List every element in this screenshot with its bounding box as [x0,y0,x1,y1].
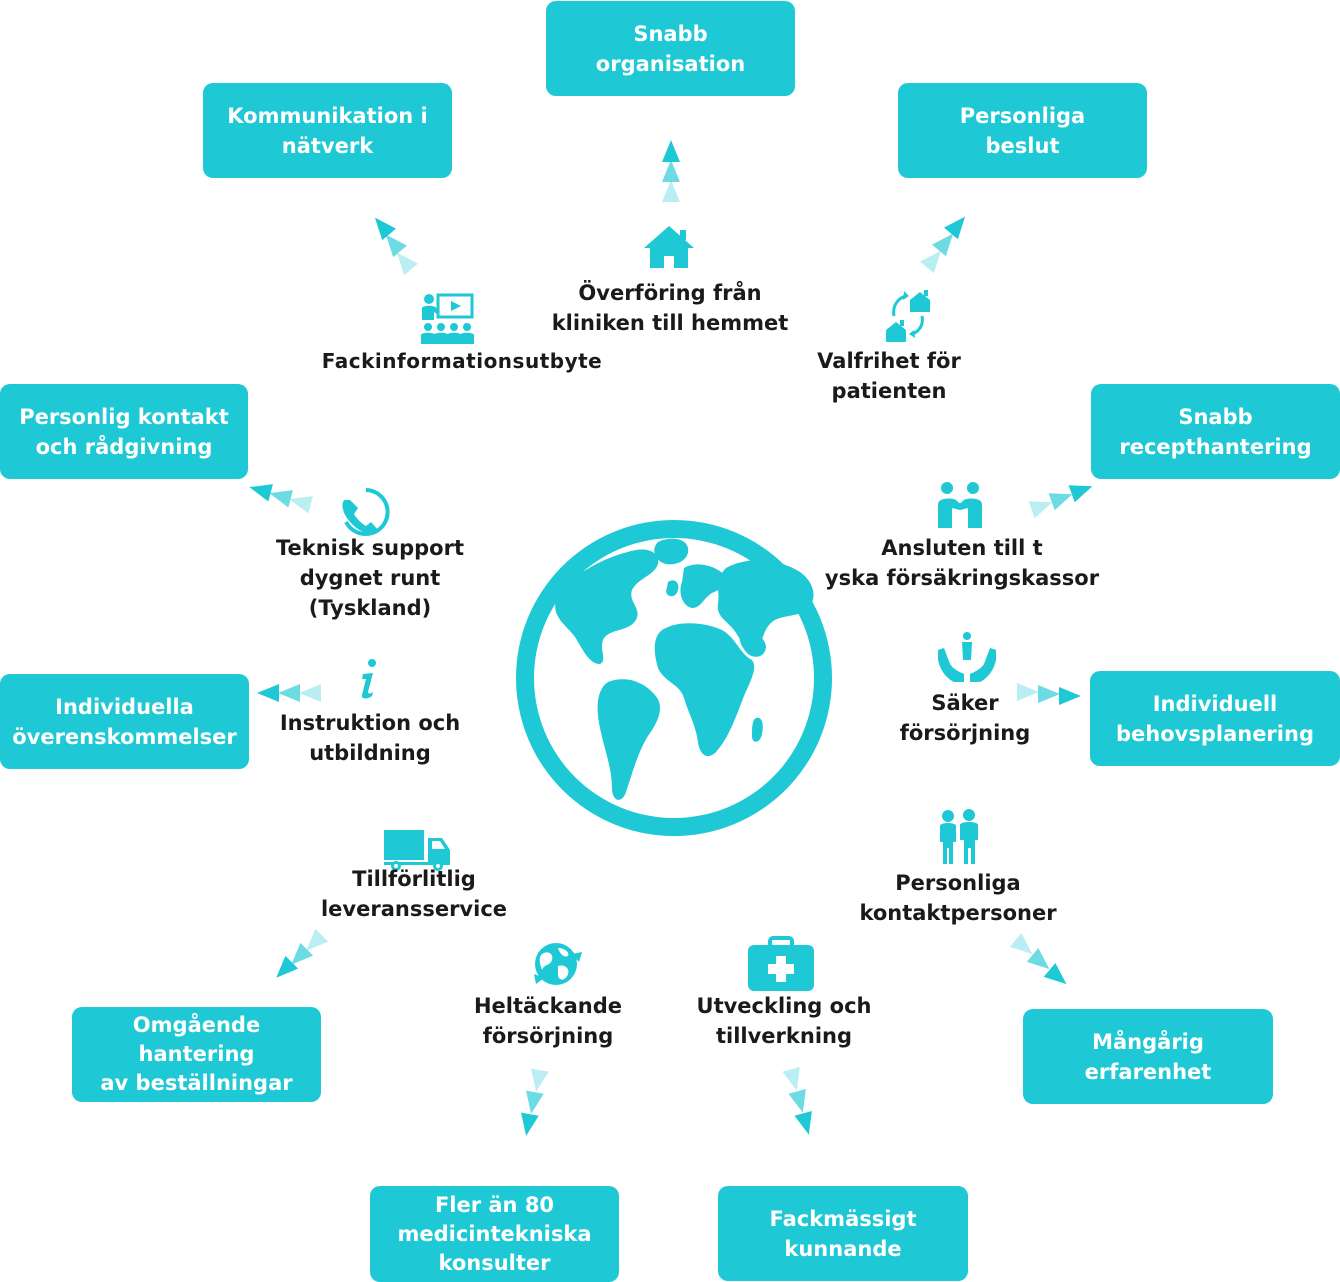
box-snabb-organisation: Snabb organisation [546,1,795,96]
phone-support-icon [342,488,390,536]
arrows-to-snabb-recept [1028,477,1096,519]
world-globe-icon [516,520,832,836]
label-instruktion: Instruktion och utbildning [279,711,461,765]
box-snabb-recepthantering: Snabb recepthantering [1091,384,1340,479]
box-individuella: Individuella överenskommelser [0,674,249,769]
arrows-to-personliga-beslut [920,210,972,274]
protected-person-icon [938,632,996,682]
handshake-icon [938,482,982,528]
arrows-to-personlig-kontakt [247,478,313,514]
arrows-to-omgaende [269,928,329,985]
label-teknisk-support: Teknisk support dygnet runt (Tyskland) [275,536,465,620]
arrows-to-snabb-organisation [662,140,680,202]
exchange-icon [886,290,930,342]
label-heltackande: Heltäckande försörjning [473,994,623,1048]
people-icon [940,809,978,864]
box-kommunikation: Kommunikation i nätverk [203,83,452,178]
info-icon [361,659,376,699]
arrows-to-kommunikation [368,211,418,276]
label-ansluten: Ansluten till t yska försäkringskassor [824,536,1100,590]
house-icon [644,226,694,268]
label-valfrihet: Valfrihet för patienten [817,349,961,403]
box-mangarig: Mångårig erfarenhet [1023,1009,1273,1104]
arrows-to-individuella [257,684,321,702]
label-personliga-kontaktpersoner: Personliga kontaktpersoner [859,871,1057,925]
box-omgaende: Omgående hantering av beställningar [72,1007,321,1102]
label-overforing: Överföring från kliniken till hemmet [551,281,789,335]
label-utveckling: Utveckling och tillverkning [696,994,872,1048]
presentation-icon [421,293,474,344]
label-fackinformationsutbyte: Fackinformationsutbyte [321,349,603,373]
box-fackmassigt: Fackmässigt kunnande [718,1186,968,1281]
label-saker-forsorjning: Säker försörjning [899,691,1031,745]
arrows-to-fler-an-80 [517,1068,549,1138]
arrows-to-mangarig [1009,933,1073,991]
box-personlig-kontakt: Personlig kontakt och rådgivning [0,384,248,479]
medical-kit-icon [748,936,814,991]
box-individuell-behovsplanering: Individuell behovsplanering [1090,671,1340,766]
globe-small-icon [534,943,582,985]
truck-icon [384,830,450,871]
label-tillforlitlig: Tillförlitlig leveransservice [320,867,508,921]
box-personliga-beslut: Personliga beslut [898,83,1147,178]
arrows-to-fackmassigt [782,1067,818,1137]
box-fler-an-80: Fler än 80 medicintekniska konsulter [370,1186,619,1282]
